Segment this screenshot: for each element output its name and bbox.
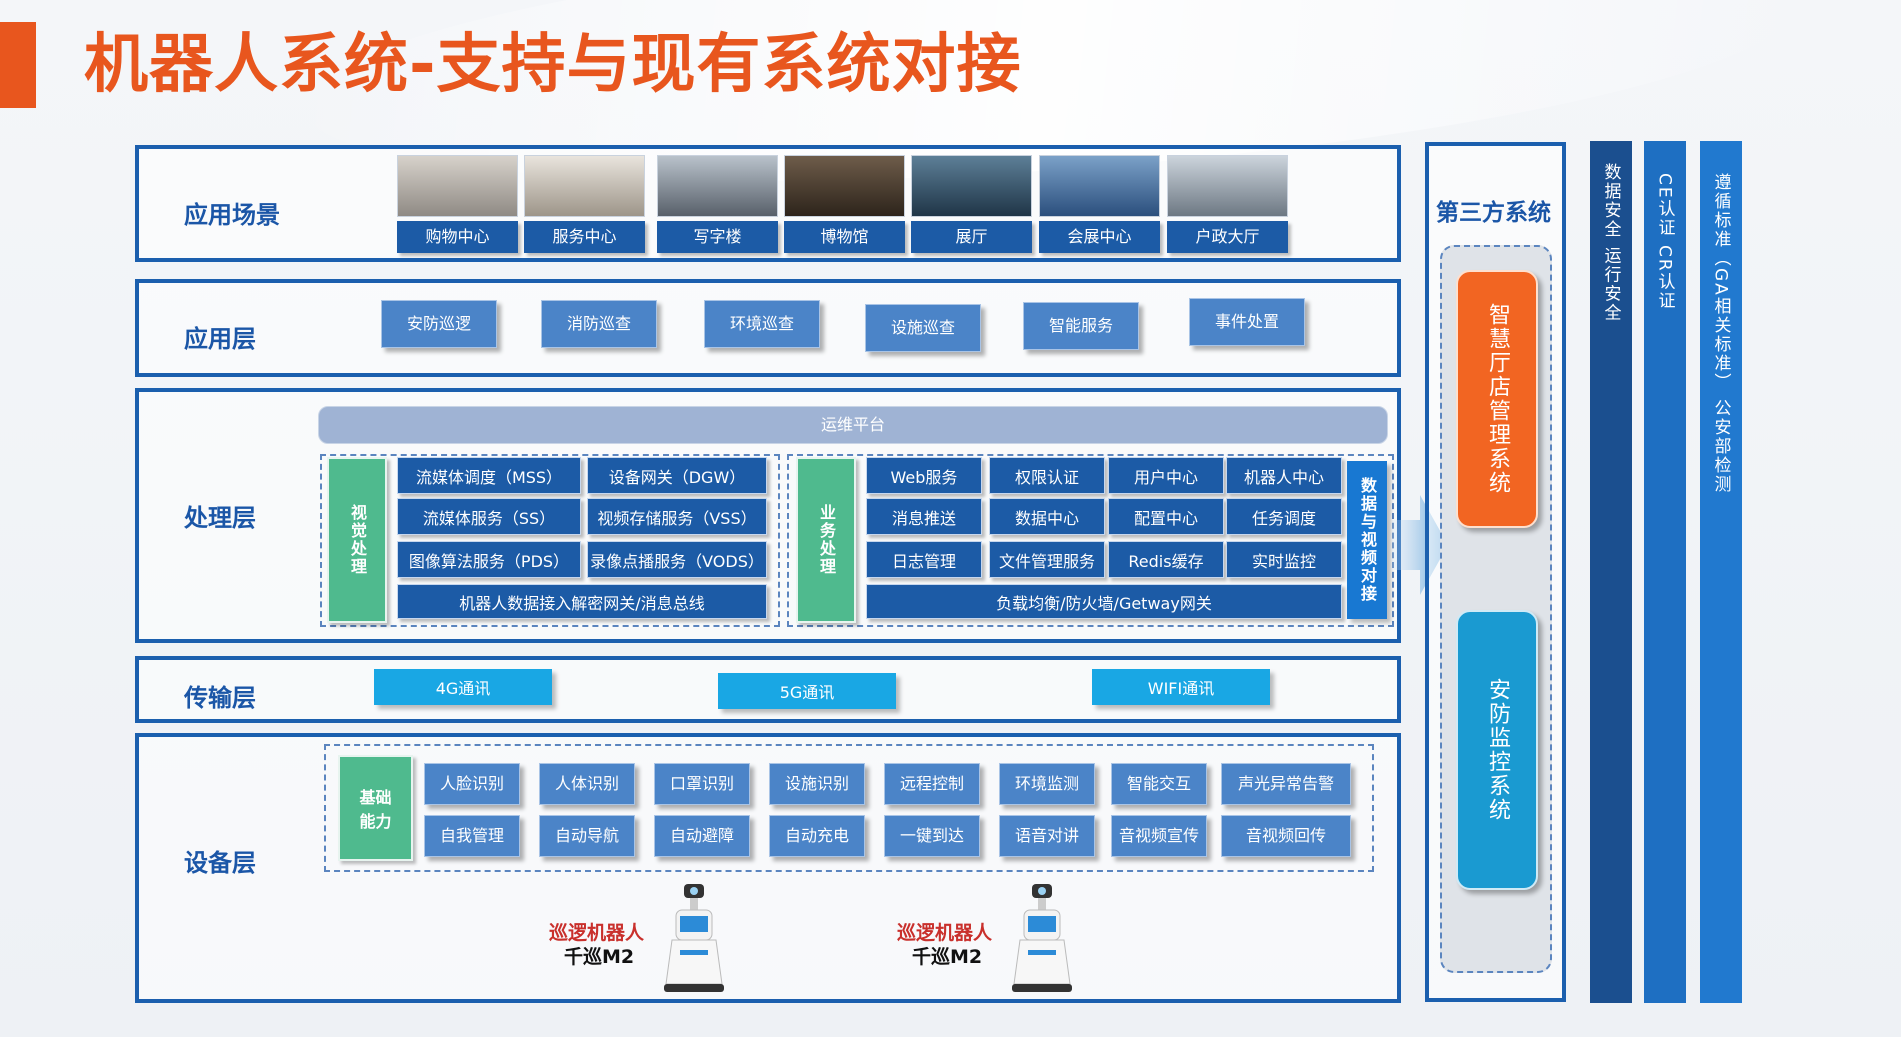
scene-label: 会展中心 — [1039, 221, 1160, 253]
scene-image — [1039, 155, 1160, 217]
scene-layer-label: 应用场景 — [184, 201, 280, 229]
vision-item: 视频存储服务（VSS） — [587, 498, 767, 535]
robot-group-1: 巡逻机器人 千巡M2 — [540, 880, 730, 995]
business-item: 日志管理 — [866, 541, 982, 578]
business-item: 消息推送 — [866, 498, 982, 535]
app-item: 消防巡查 — [541, 300, 657, 348]
app-item: 事件处置 — [1189, 298, 1305, 346]
business-item: 任务调度 — [1226, 498, 1342, 535]
transport-layer-label: 传输层 — [184, 684, 256, 712]
device-item: 智能交互 — [1111, 763, 1207, 805]
scene-label: 服务中心 — [524, 221, 645, 253]
business-item: 权限认证 — [989, 457, 1105, 494]
standard-label: 遵循标准（GA相关标准） 公安部检测 — [1710, 173, 1731, 495]
vision-item: 录像点播服务（VODS） — [587, 541, 767, 578]
scene-label: 博物馆 — [784, 221, 905, 253]
page-title: 机器人系统-支持与现有系统对接 — [84, 28, 1022, 102]
device-item: 人体识别 — [539, 763, 635, 805]
device-item: 自动避障 — [654, 815, 750, 857]
vision-processing-group — [320, 454, 780, 627]
title-accent-bar — [0, 22, 36, 108]
device-item: 音视频宣传 — [1111, 815, 1207, 857]
robot-label-1: 巡逻机器人 — [549, 922, 645, 944]
security-monitoring-system: 安防监控系统 — [1456, 610, 1538, 890]
scene-image — [1167, 155, 1288, 217]
business-item: 文件管理服务 — [989, 541, 1105, 578]
business-item: 机器人中心 — [1226, 457, 1342, 494]
data-security-column: 数据安全 运行安全 — [1590, 141, 1632, 1003]
robot-model-2: 千巡M2 — [912, 946, 983, 968]
vision-item: 设备网关（DGW） — [587, 457, 767, 494]
business-gateway-bar: 负载均衡/防火墙/Getway网关 — [866, 584, 1342, 619]
standard-column: 遵循标准（GA相关标准） 公安部检测 — [1700, 141, 1742, 1003]
certification-label: CE认证 CR认证 — [1654, 173, 1675, 311]
transport-item: 5G通讯 — [718, 673, 896, 709]
business-item: 实时监控 — [1226, 541, 1342, 578]
business-item: 数据中心 — [989, 498, 1105, 535]
robot-label-2: 巡逻机器人 — [897, 922, 993, 944]
vision-item: 图像算法服务（PDS） — [397, 541, 581, 578]
robot-icon — [1012, 884, 1072, 992]
business-processing-title: 业务处理 — [796, 457, 856, 623]
scene-label: 展厅 — [911, 221, 1032, 253]
robot-group-2: 巡逻机器人 千巡M2 — [888, 880, 1078, 995]
scene-image — [657, 155, 778, 217]
data-security-label: 数据安全 运行安全 — [1600, 163, 1621, 323]
processing-layer-label: 处理层 — [184, 504, 256, 532]
device-item: 音视频回传 — [1221, 815, 1351, 857]
device-item: 自我管理 — [424, 815, 520, 857]
business-item: Redis缓存 — [1108, 541, 1224, 578]
vision-gateway-bar: 机器人数据接入解密网关/消息总线 — [397, 584, 767, 619]
scene-label: 户政大厅 — [1167, 221, 1288, 253]
data-video-dock: 数据与视频对接 — [1347, 461, 1387, 619]
device-item: 人脸识别 — [424, 763, 520, 805]
robot-icon — [664, 884, 724, 992]
device-item: 自动充电 — [769, 815, 865, 857]
scene-image — [397, 155, 518, 217]
third-party-title: 第三方系统 — [1436, 200, 1551, 226]
app-item: 环境巡查 — [704, 300, 820, 348]
smart-hall-management-system: 智慧厅店管理系统 — [1456, 270, 1538, 528]
business-item: Web服务 — [866, 457, 982, 494]
device-item: 一键到达 — [884, 815, 980, 857]
transport-item: WIFI通讯 — [1092, 669, 1270, 705]
scene-label: 写字楼 — [657, 221, 778, 253]
device-item: 设施识别 — [769, 763, 865, 805]
basic-capability-title: 基础能力 — [338, 755, 413, 861]
security-monitoring-system-label: 安防监控系统 — [1485, 678, 1510, 822]
device-item: 环境监测 — [999, 763, 1095, 805]
device-item: 远程控制 — [884, 763, 980, 805]
scene-label: 购物中心 — [397, 221, 518, 253]
app-item: 智能服务 — [1023, 302, 1139, 350]
certification-column: CE认证 CR认证 — [1644, 141, 1686, 1003]
scene-image — [524, 155, 645, 217]
device-item: 自动导航 — [539, 815, 635, 857]
device-item: 语音对讲 — [999, 815, 1095, 857]
scene-image — [784, 155, 905, 217]
transport-item: 4G通讯 — [374, 669, 552, 705]
vision-item: 流媒体服务（SS） — [397, 498, 581, 535]
vision-item: 流媒体调度（MSS） — [397, 457, 581, 494]
robot-model-1: 千巡M2 — [564, 946, 635, 968]
basic-capability-group — [324, 744, 1374, 872]
scene-image — [911, 155, 1032, 217]
app-item: 设施巡查 — [865, 304, 981, 352]
smart-hall-management-system-label: 智慧厅店管理系统 — [1485, 303, 1510, 495]
ops-platform-bar: 运维平台 — [318, 406, 1388, 444]
business-item: 用户中心 — [1108, 457, 1224, 494]
vision-processing-title: 视觉处理 — [327, 457, 387, 623]
device-item: 声光异常告警 — [1221, 763, 1351, 805]
app-layer-label: 应用层 — [184, 325, 256, 353]
device-item: 口罩识别 — [654, 763, 750, 805]
app-item: 安防巡逻 — [381, 300, 497, 348]
business-item: 配置中心 — [1108, 498, 1224, 535]
device-layer-label: 设备层 — [184, 849, 256, 877]
